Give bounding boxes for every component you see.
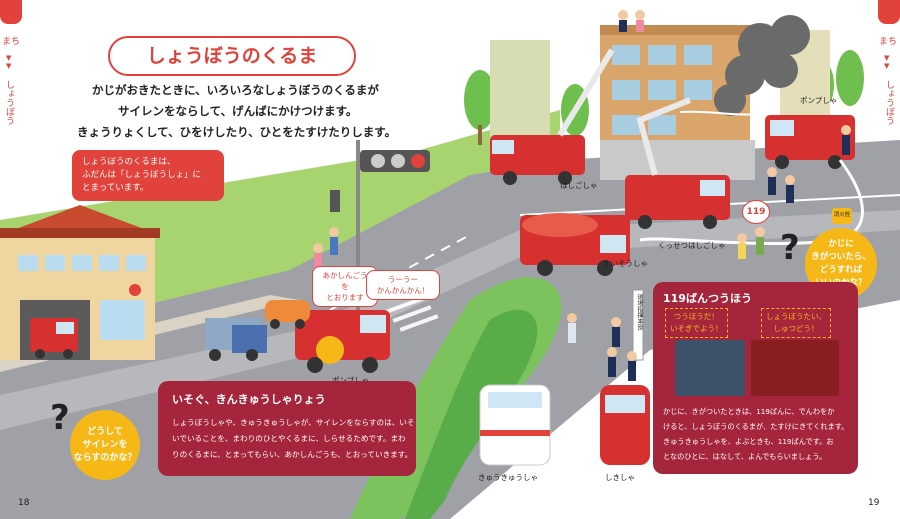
emergency-panel-line-1: しょうぼうしゃや、きゅうきゅうしゃが、サイレンをならすのは、いそ xyxy=(172,418,415,427)
photo-fire-truck-cab xyxy=(751,340,839,396)
label-ambulance: きゅうきゅうしゃ xyxy=(478,473,538,482)
emergency-panel-line-2: いでいることを、まわりのひとやくるまに、しらせるためです。まわ xyxy=(172,434,406,443)
ambulance xyxy=(479,384,551,466)
call-bubble-right-line-2: しゅつどう！ xyxy=(773,324,819,333)
pump-truck-bottom xyxy=(295,310,390,373)
station-bubble-line-3: とまっています。 xyxy=(82,183,149,193)
pump-truck-top xyxy=(765,115,855,169)
bent-ladder-truck xyxy=(625,97,730,229)
call-bubble-left-line-2: いそぎでよう！ xyxy=(670,324,723,333)
label-ladder-truck: はしごしゃ xyxy=(560,181,598,190)
hq-sign-board xyxy=(632,289,644,361)
call-panel-bubble-left: つうほうだ！ いそぎでよう！ xyxy=(665,308,728,338)
right-side-label-top: まち xyxy=(878,37,897,47)
intro-line-2: サイレンをならして、げんばにかけつけます。 xyxy=(118,104,358,118)
water-tank-truck xyxy=(520,213,630,276)
orange-car xyxy=(265,300,310,329)
station-bubble-line-2: ふだんは「しょうぼうしょ」に xyxy=(82,170,202,180)
siren-bubble-line-2: かんかんかん！ xyxy=(376,286,430,295)
label-pump-truck-top: ポンプしゃ xyxy=(800,96,838,105)
question-left-line-3: ならすのかな？ xyxy=(73,452,137,463)
intro-line-1: かじがおきたときに、いろいろなしょうぼうのくるまが xyxy=(92,83,379,97)
label-bent-ladder-truck: くっせつはしごしゃ xyxy=(658,241,726,250)
left-side-tab xyxy=(0,0,22,24)
call-panel-line-1: かじに、きがついたときは、119ばんに、でんわをか xyxy=(663,407,835,416)
station-bubble-line-1: しょうぼうのくるまは、 xyxy=(82,157,176,167)
label-water-tank-truck: すいそうしゃ xyxy=(603,259,648,268)
call-panel-line-4: となのひとに、はなして、よんでもらいましょう。 xyxy=(663,452,827,461)
hq-sign-text: 現場指揮本部 xyxy=(636,294,643,330)
traffic-light xyxy=(330,140,430,320)
right-side-arrows-icon: ▼▼ xyxy=(884,54,890,70)
call-panel-title: 119ばんつうほう xyxy=(663,292,752,305)
question-bubble-left: どうして サイレンを ならすのかな？ xyxy=(70,410,140,480)
question-left-line-2: サイレンを xyxy=(82,439,128,450)
fire-station-building xyxy=(0,205,160,360)
call-panel-line-3: きゅうきゅうしゃを、よぶときも、119ばんです。お xyxy=(663,437,834,446)
emergency-panel-line-3: りのくるまに、とまってもらい、あかしんごうも、とおっていきます。 xyxy=(172,450,413,459)
question-right-line-2: きがついたら、 xyxy=(811,252,871,262)
question-right-line-1: かじに xyxy=(828,239,854,249)
siren-speech-bubble: うーうー かんかんかん！ xyxy=(366,270,440,300)
question-left-line-1: どうして xyxy=(87,426,123,437)
emergency-panel-body: しょうぼうしゃや、きゅうきゅうしゃが、サイレンをならすのは、いそ いでいることを… xyxy=(172,415,415,463)
question-mark-icon-right: ? xyxy=(780,228,800,268)
call-bubble-right-line-1: しょうぼうたい、 xyxy=(766,312,826,321)
call-bubble-left-line-1: つうほうだ！ xyxy=(673,312,719,321)
page-title: しょうぼうのくるま xyxy=(108,36,356,76)
fire-station-bubble: しょうぼうのくるまは、 ふだんは「しょうぼうしょ」に とまっています。 xyxy=(72,150,224,201)
intro-line-3: きょうりょくして、ひをけしたり、ひとをたすけたりします。 xyxy=(77,125,397,139)
page-number-right: 19 xyxy=(868,498,880,508)
siren-bubble-line-1: うーうー xyxy=(388,275,418,284)
child-bubble-line-2: とおります xyxy=(326,293,364,302)
hydrant-label: 消火栓 xyxy=(833,212,851,218)
label-command-car: しきしゃ xyxy=(605,473,635,482)
question-right-line-3: どうすれば xyxy=(819,265,863,275)
smoke-cloud xyxy=(714,15,810,116)
call-119-speech-bubble: 119 xyxy=(742,200,770,224)
label-pump-truck-bottom: ポンプしゃ xyxy=(332,375,369,386)
left-side-arrows-icon: ▼▼ xyxy=(6,54,12,70)
ladder-truck xyxy=(490,48,615,185)
call-panel-bubble-right: しょうぼうたい、 しゅつどう！ xyxy=(761,308,831,338)
blue-truck xyxy=(205,318,267,361)
photo-firefighters-dressing xyxy=(675,340,745,396)
right-side-label-bottom: しょうぼう xyxy=(884,80,894,125)
call-panel-line-2: けると、しょうぼうのくるまが、たすけにきてくれます。 xyxy=(663,422,849,431)
hydrant-sign xyxy=(832,208,852,224)
call-119-panel: 119ばんつうほう つうほうだ！ いそぎでよう！ しょうぼうたい、 しゅつどう！… xyxy=(653,282,858,474)
emergency-panel-title: いそぐ、きんきゅうしゃりょう xyxy=(172,393,326,406)
left-side-label-top: まち xyxy=(1,37,20,47)
child-bubble-line-1: あかしんごうを xyxy=(322,271,368,291)
command-car xyxy=(600,385,650,465)
call-panel-body: かじに、きがついたときは、119ばんに、でんわをか けると、しょうぼうのくるまが… xyxy=(663,404,853,464)
right-side-tab xyxy=(878,0,900,24)
people-figures xyxy=(313,10,851,381)
left-side-label-bottom: しょうぼう xyxy=(4,80,14,125)
emergency-vehicle-panel: いそぐ、きんきゅうしゃりょう しょうぼうしゃや、きゅうきゅうしゃが、サイレンをな… xyxy=(158,381,416,476)
question-mark-icon-left: ? xyxy=(50,398,70,438)
page-number-left: 18 xyxy=(18,498,30,508)
